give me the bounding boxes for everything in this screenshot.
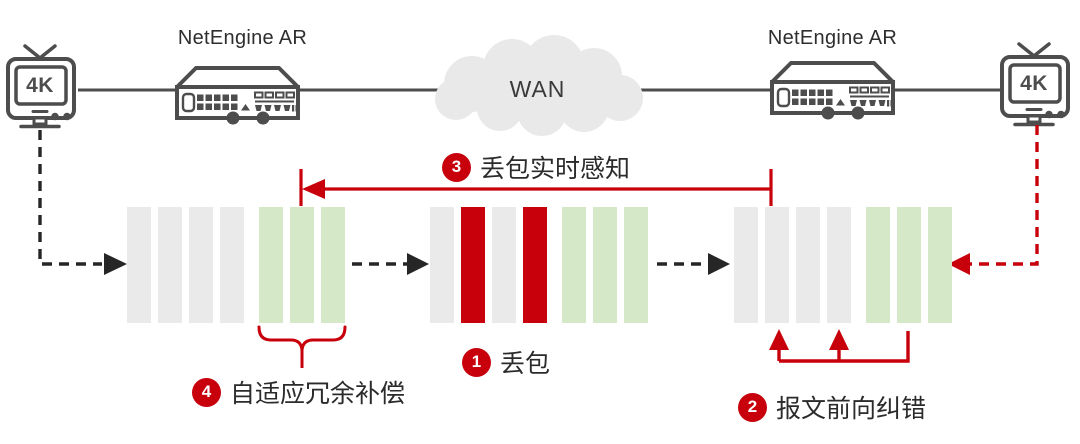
packet-bar-green	[321, 207, 345, 323]
packet-bar-green	[866, 207, 890, 323]
tv-left-label: 4K	[26, 73, 54, 97]
step2-label: 2 报文前向纠错	[738, 392, 927, 423]
packet-bar-gray	[827, 207, 851, 323]
flow-arrow-wan-to-receiver	[657, 253, 730, 275]
packet-bar-gray	[796, 207, 820, 323]
redundancy-brace	[257, 325, 347, 368]
wan-cloud-icon	[435, 35, 643, 136]
packet-bar-gray	[765, 207, 789, 323]
flow-arrow-from-right-tv	[948, 125, 1039, 275]
router-right-label: NetEngine AR	[767, 27, 898, 49]
router-left-icon	[175, 66, 300, 127]
packet-bar-gray	[189, 207, 213, 323]
packet-bar-gray	[220, 207, 244, 323]
packet-bar-gray	[158, 207, 182, 323]
step3-text: 丢包实时感知	[480, 155, 631, 183]
packet-bar-gray	[430, 207, 454, 323]
packet-bar-gray	[492, 207, 516, 323]
packet-bar-green	[290, 207, 314, 323]
step2-text: 报文前向纠错	[776, 395, 927, 423]
step4-label: 4 自适应冗余补偿	[192, 377, 406, 408]
packet-group-wan-loss	[430, 207, 648, 323]
packet-group-sender	[127, 207, 345, 323]
flow-arrow-sender-to-wan	[352, 253, 429, 275]
packet-bar-green	[562, 207, 586, 323]
step2-badge: 2	[738, 392, 767, 422]
step1-label: 1 丢包	[462, 347, 551, 378]
router-left-label: NetEngine AR	[177, 27, 308, 49]
wan-label: WAN	[509, 76, 566, 102]
fec-recovery-bracket	[769, 329, 910, 363]
packet-bar-green	[928, 207, 952, 323]
packet-bar-green	[259, 207, 283, 323]
loss-feedback-arrow	[299, 169, 773, 206]
step3-label: 3 丢包实时感知	[442, 152, 631, 183]
step1-text: 丢包	[500, 350, 551, 378]
step4-badge: 4	[192, 377, 221, 407]
router-right-icon	[770, 61, 895, 122]
step3-badge: 3	[442, 152, 471, 182]
packet-bar-green	[624, 207, 648, 323]
flow-arrow-from-left-tv	[38, 130, 127, 275]
step1-badge: 1	[462, 347, 491, 377]
packet-bar-red	[461, 207, 485, 323]
packet-bar-green	[593, 207, 617, 323]
packet-bar-gray	[734, 207, 758, 323]
packet-bar-gray	[127, 207, 151, 323]
packet-group-receiver	[734, 207, 952, 323]
step4-text: 自适应冗余补偿	[230, 380, 406, 408]
tv-right-label: 4K	[1020, 71, 1048, 95]
packet-bar-green	[897, 207, 921, 323]
packet-bar-red	[523, 207, 547, 323]
